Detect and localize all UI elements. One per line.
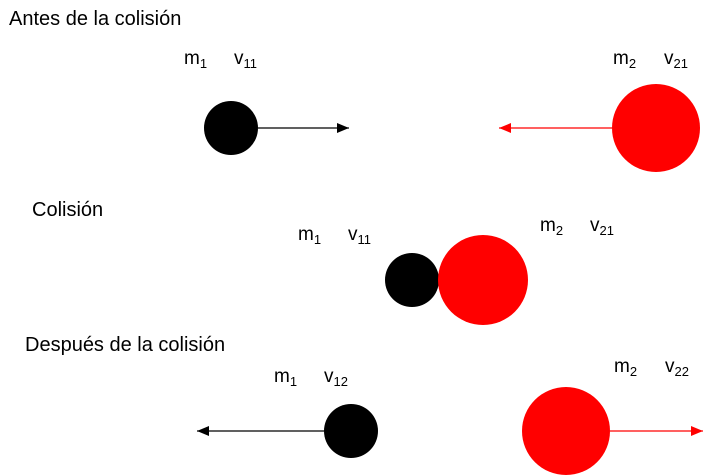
- label-after-m2: m2: [614, 356, 638, 379]
- label-before-v2: v21: [664, 48, 688, 71]
- label-collision-v1: v11: [348, 224, 371, 247]
- heading-after-collision: Después de la colisión: [25, 334, 226, 356]
- after-ball-m2: [522, 387, 610, 475]
- label-after-v1: v12: [324, 366, 348, 389]
- label-collision-v2: v21: [590, 215, 614, 238]
- heading-before-collision: Antes de la colisión: [9, 8, 182, 30]
- label-collision-m2: m2: [540, 215, 564, 238]
- before-ball-m1: [204, 101, 258, 155]
- after-ball-m1: [324, 404, 378, 458]
- label-before-v1: v11: [234, 48, 257, 71]
- before-ball-m2: [612, 84, 700, 172]
- collision-ball-m1: [385, 253, 439, 307]
- label-before-m2: m2: [613, 48, 637, 71]
- label-after-m1: m1: [274, 366, 298, 389]
- collision-ball-m2: [438, 235, 528, 325]
- label-collision-m1: m1: [298, 224, 322, 247]
- label-before-m1: m1: [184, 48, 208, 71]
- label-after-v2: v22: [665, 356, 689, 379]
- heading-collision: Colisión: [32, 199, 104, 221]
